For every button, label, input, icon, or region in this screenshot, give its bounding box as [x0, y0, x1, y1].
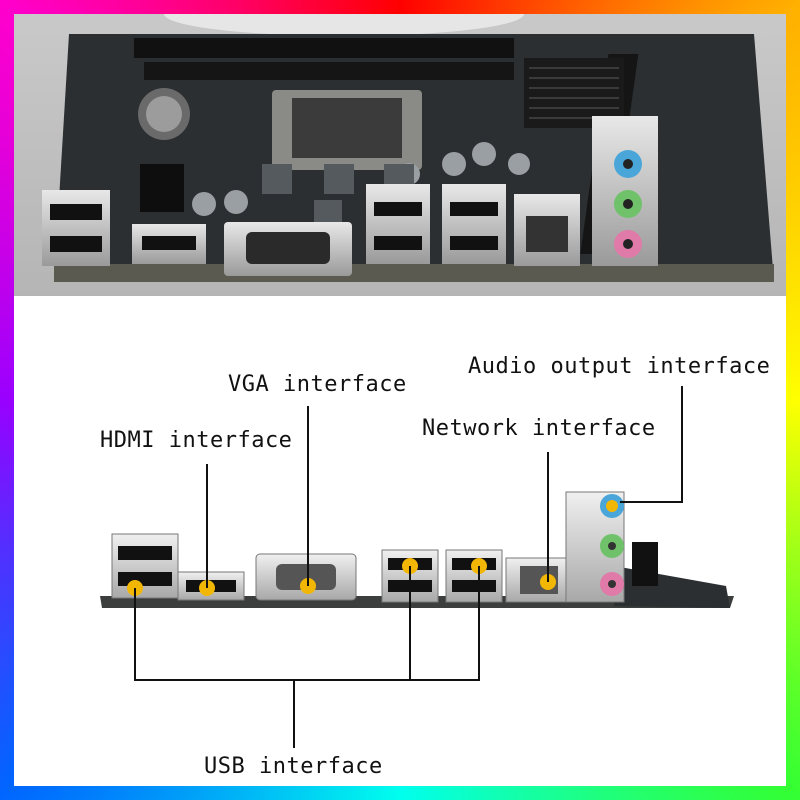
leader-lines [134, 386, 683, 748]
io-diagram [100, 386, 734, 748]
usb-port-left [111, 533, 179, 599]
usb-port-photo [442, 184, 506, 264]
content-area: Audio output interface VGA interface Net… [14, 14, 786, 786]
usb-port-right [445, 549, 503, 603]
label-network: Network interface [422, 416, 656, 441]
usb-port-photo [42, 190, 110, 266]
ram-slot [144, 62, 514, 80]
ram-slot [134, 38, 514, 58]
network-port [505, 557, 573, 603]
label-audio-output: Audio output interface [468, 354, 771, 379]
label-vga: VGA interface [228, 372, 407, 397]
power-connector [140, 164, 184, 212]
motherboard-photo [14, 14, 786, 296]
label-usb: USB interface [204, 754, 383, 779]
label-hdmi: HDMI interface [100, 428, 293, 453]
vga-port [255, 553, 357, 601]
usb-port-photo [366, 184, 430, 264]
